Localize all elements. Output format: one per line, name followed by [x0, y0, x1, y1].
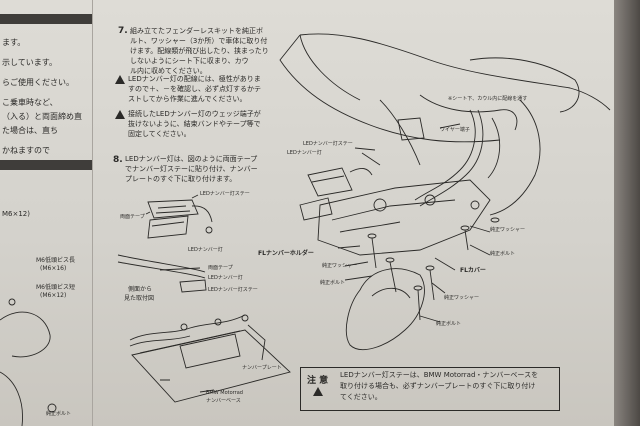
label-fl-holder: FLナンバーホルダー [258, 250, 314, 257]
label-number-base: ナンバーベース [206, 398, 241, 404]
caution-line-2: 取り付ける場合も、必ずナンバープレートのすぐ下に取り付け [340, 382, 536, 390]
page-edge-shadow [614, 0, 640, 426]
step7-line-3: けます。配線類が飛び出したり、挟まったり [130, 47, 269, 55]
label-double-tape: 両面テープ [120, 214, 145, 220]
label-bolt-2: 純正ボルト [490, 251, 516, 257]
label-led-lamp: LEDナンバー灯 [188, 247, 223, 253]
step7-line-1: 組み立てたフェンダーレスキットを純正ボ [130, 27, 263, 35]
caution-line-3: てください。 [340, 393, 382, 401]
left-part-outline [0, 311, 51, 358]
warning-icon [115, 110, 125, 119]
left-text-4: こ乗車時など、 [2, 98, 58, 107]
left-text-12: (M6×12) [40, 292, 67, 299]
label-seat-note: ※シート下、カウル内に配線を通す [448, 96, 528, 102]
step8-line-3: プレートのすぐ下に取り付けます。 [125, 175, 237, 183]
warning1-line-3: ストしてから作業に進んでください。 [128, 95, 247, 103]
step7-line-5: ル内に収めてください。 [130, 67, 207, 75]
warning2-line-3: 固定してください。 [128, 130, 191, 138]
left-column: ます。 示しています。 らご使用ください。 こ乗車時など、 （入る）と両面締め直… [0, 0, 93, 426]
label-number-plate: ナンバープレート [242, 365, 282, 371]
label-double-tape-2: 両面テープ [208, 265, 233, 271]
warning1-line-2: すので＋、－を確認し、必ず点灯するかテ [128, 85, 261, 93]
label-washer-1: 純正ワッシャー [322, 263, 358, 269]
label-side-view-2: 見た取付図 [124, 295, 155, 302]
label-main-led-stay: LEDナンバー灯ステー [303, 141, 353, 147]
label-led-stay-2: LEDナンバー灯ステー [208, 287, 258, 293]
step8-line-2: でナンバー灯ステーに貼り付け、ナンバー [125, 165, 258, 173]
fl-holder-outline [317, 179, 491, 256]
label-led-lamp-2: LEDナンバー灯 [208, 275, 243, 281]
label-bolt-1: 純正ボルト [320, 280, 346, 286]
label-fl-cover: FLカバー [460, 267, 486, 274]
step7-line-2: ルト、ワッシャー（3か所）で車体に取り付 [130, 37, 268, 45]
label-harness: ワイヤー端子 [440, 127, 470, 133]
label-led-stay: LEDナンバー灯ステー [200, 191, 250, 197]
step8-line-1: LEDナンバー灯は、図のように両面テープ [125, 155, 258, 163]
left-text-8: M6×12) [2, 210, 30, 218]
label-bolt-3: 純正ボルト [436, 321, 462, 327]
label-washer-3: 純正ワッシャー [444, 295, 480, 301]
left-text-5: （入る）と両面締め直 [2, 112, 82, 121]
bike-seat-outline [299, 33, 611, 111]
left-text-9: M6低頭ビス長 [36, 257, 75, 264]
led-lamp-shape [147, 215, 189, 239]
label-main-led-lamp: LEDナンバー灯 [287, 150, 322, 156]
left-header-band [0, 14, 92, 24]
left-text-6: た場合は、直ち [2, 126, 58, 135]
left-divider-band [0, 160, 92, 170]
left-text-13: 純正ボルト [46, 411, 72, 417]
step7-number: 7. [118, 26, 128, 36]
caution-line-1: LEDナンバー灯ステーは、BMW Motorrad・ナンバーベースを [340, 371, 539, 379]
warning2-line-1: 接続したLEDナンバー灯のウェッジ端子が [128, 110, 261, 118]
left-text-1: ます。 [2, 38, 26, 47]
led-stay-shape [307, 167, 353, 197]
left-text-7: かねますので [2, 146, 50, 155]
label-side-view: 側面から [128, 286, 153, 293]
fl-cover-outline [346, 268, 425, 351]
label-washer-2: 純正ワッシャー [490, 227, 526, 233]
left-text-11: M6低頭ビス短 [36, 284, 75, 291]
label-bmw-motorrad: BMW Motorrad [206, 390, 243, 396]
warning2-line-2: 抜けないように、結束バンドやテープ等で [128, 120, 261, 128]
warning-icon [115, 75, 125, 84]
left-text-10: (M6×16) [40, 265, 67, 272]
warning-icon [313, 387, 323, 396]
caution-label: 注 意 [307, 376, 329, 386]
caution-box [300, 367, 560, 411]
step8-number: 8. [113, 155, 123, 165]
left-text-2: 示しています。 [2, 58, 57, 67]
warning1-line-1: LEDナンバー灯の配線には、極性がありま [128, 75, 261, 83]
left-text-3: らご使用ください。 [2, 78, 74, 87]
step7-line-4: しないようにシート下に収まり、カウ [130, 57, 249, 65]
